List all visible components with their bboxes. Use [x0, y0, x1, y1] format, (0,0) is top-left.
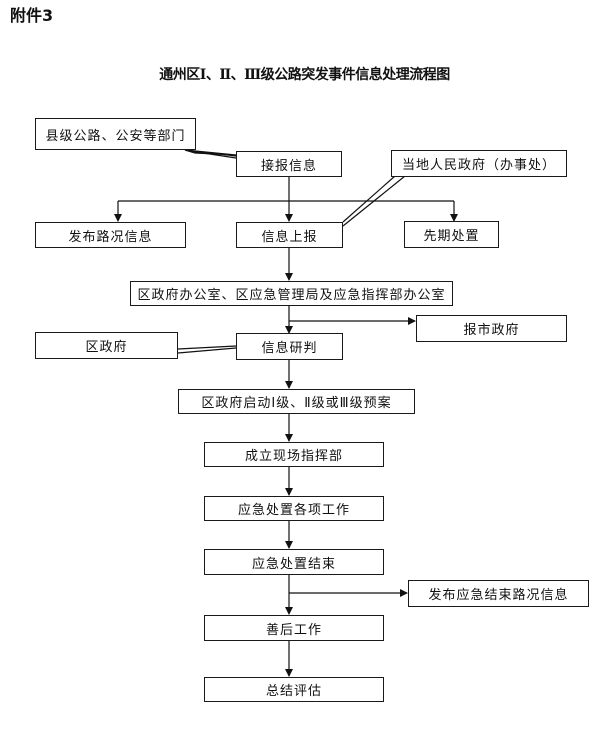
callout-district-gov-1 [177, 345, 237, 350]
callout-local-gov-1 [342, 175, 396, 223]
node-emergency-work: 应急处置各项工作 [204, 496, 384, 521]
node-aftermath: 善后工作 [204, 615, 384, 641]
node-county-roads: 县级公路、公安等部门 [35, 118, 196, 150]
node-report-city: 报市政府 [416, 315, 567, 342]
node-summary: 总结评估 [204, 677, 384, 702]
node-local-gov: 当地人民政府（办事处） [391, 150, 567, 177]
node-receive-info: 接报信息 [236, 151, 342, 177]
node-start-plan: 区政府启动Ⅰ级、Ⅱ级或Ⅲ级预案 [178, 389, 415, 414]
node-disposal-end: 应急处置结束 [204, 549, 384, 575]
node-early-disposal: 先期处置 [404, 221, 499, 248]
page-title: 通州区Ⅰ、Ⅱ、Ⅲ级公路突发事件信息处理流程图 [159, 67, 450, 83]
node-publish-end: 发布应急结束路况信息 [408, 580, 589, 607]
node-info-study: 信息研判 [236, 333, 343, 360]
node-publish-road: 发布路况信息 [35, 222, 186, 248]
node-district-gov: 区政府 [35, 332, 178, 359]
node-district-offices: 区政府办公室、区应急管理局及应急指挥部办公室 [130, 281, 453, 306]
node-setup-hq: 成立现场指挥部 [204, 442, 384, 467]
node-report-up: 信息上报 [236, 222, 343, 248]
callout-district-gov-2 [177, 347, 237, 354]
attachment-label: 附件3 [10, 6, 54, 25]
